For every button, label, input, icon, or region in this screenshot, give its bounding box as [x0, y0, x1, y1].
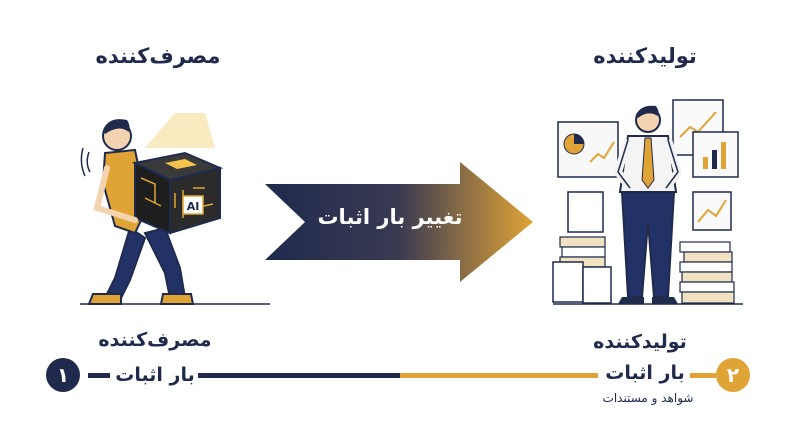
burden-shift-arrow	[265, 162, 533, 282]
consumer-title: مصرف‌کننده	[95, 44, 221, 68]
timeline-producer-segment-end	[690, 373, 716, 378]
ai-chip-text: AI	[187, 200, 200, 213]
producer-title: تولیدکننده	[593, 44, 697, 68]
consumer-burden-label: بار اثبات	[115, 364, 195, 386]
producer-illustration	[552, 99, 743, 305]
producer-evidence-note: شواهد و مستندات	[602, 391, 694, 405]
consumer-label: مصرف‌کننده	[98, 329, 212, 351]
producer-burden-label: بار اثبات	[605, 362, 685, 384]
producer-label: تولیدکننده	[593, 331, 687, 353]
timeline-consumer-segment	[88, 373, 110, 378]
consumer-illustration: AI	[80, 113, 270, 305]
step-2-badge: ۲	[716, 358, 750, 392]
timeline-producer-segment	[400, 373, 598, 378]
step-1-badge: ۱	[46, 358, 80, 392]
arrow-label: تغییر بار اثبات	[317, 205, 463, 229]
timeline-consumer-segment-long	[198, 373, 400, 378]
